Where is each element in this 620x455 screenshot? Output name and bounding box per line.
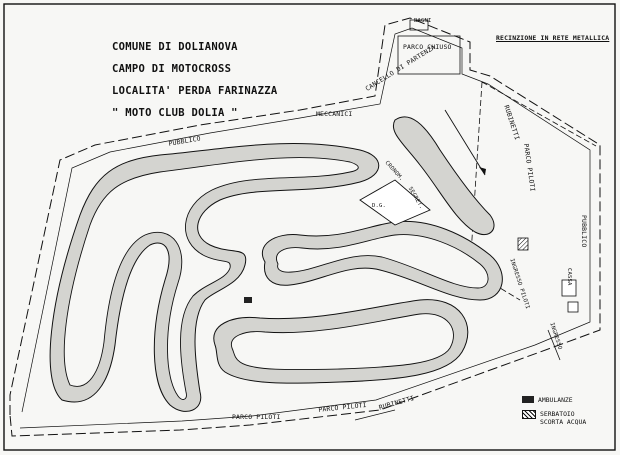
serbatoio-legend-swatch (522, 410, 536, 419)
building-control-tower (359, 179, 431, 226)
label-dg: D.G. (372, 203, 387, 209)
ambulance-legend-swatch (522, 396, 534, 403)
serbatoio-tank (517, 237, 529, 251)
label-bagni: BAGNI (414, 18, 432, 24)
race-track (49, 116, 503, 412)
perimeter-road (9, 17, 601, 437)
legend-ambulanze-label: AMBULANZE (538, 396, 573, 404)
track-inner-edge (63, 157, 359, 400)
label-recinzione: RECINZIONE IN RETE METALLICA (496, 34, 610, 42)
title-line-3: LOCALITA' PERDA FARINAZZA (112, 85, 278, 97)
start-direction-arrow (444, 109, 486, 176)
start-direction-arrowhead (479, 167, 486, 175)
label-meccanici: MECCANICI (316, 110, 353, 118)
building-parco-chiuso (397, 35, 461, 75)
legend-serbatoio-line2: SCORTA ACQUA (540, 418, 587, 426)
legend-serbatoio: SERBATOIO SCORTA ACQUA (522, 410, 586, 426)
title-line-4: " MOTO CLUB DOLIA " (112, 107, 238, 119)
map-legend: AMBULANZE SERBATOIO SCORTA ACQUA (522, 396, 586, 432)
map-frame (3, 3, 616, 451)
track-right-hairpin (392, 116, 495, 236)
building-small-entry (567, 301, 579, 313)
label-parco-piloti-bottom-left: PARCO PILOTI (232, 413, 281, 421)
building-bagni (409, 19, 429, 31)
label-pubblico-right: PUBBLICO (580, 215, 588, 248)
label-parco-chiuso: PARCO CHIUSO (403, 43, 452, 51)
legend-serbatoio-label: SERBATOIO SCORTA ACQUA (540, 410, 586, 426)
track-middle-serpentine-inner (276, 234, 489, 289)
map-title-block: COMUNE DI DOLIANOVA CAMPO DI MOTOCROSS L… (112, 36, 278, 124)
title-line-1: COMUNE DI DOLIANOVA (112, 41, 238, 53)
rubinetti-bottom-arrow (354, 409, 396, 421)
building-cassa (561, 279, 577, 297)
ingresso-arrow (547, 329, 561, 361)
perimeter-road-inner (19, 27, 591, 429)
ambulance-marker (244, 297, 252, 303)
legend-ambulanze: AMBULANZE (522, 396, 586, 404)
track-lower-oval-inner (231, 313, 454, 371)
label-cassa: CASSA (566, 268, 572, 286)
track-middle-serpentine (262, 220, 503, 301)
title-line-2: CAMPO DI MOTOCROSS (112, 63, 232, 75)
legend-serbatoio-line1: SERBATOIO (540, 410, 575, 418)
